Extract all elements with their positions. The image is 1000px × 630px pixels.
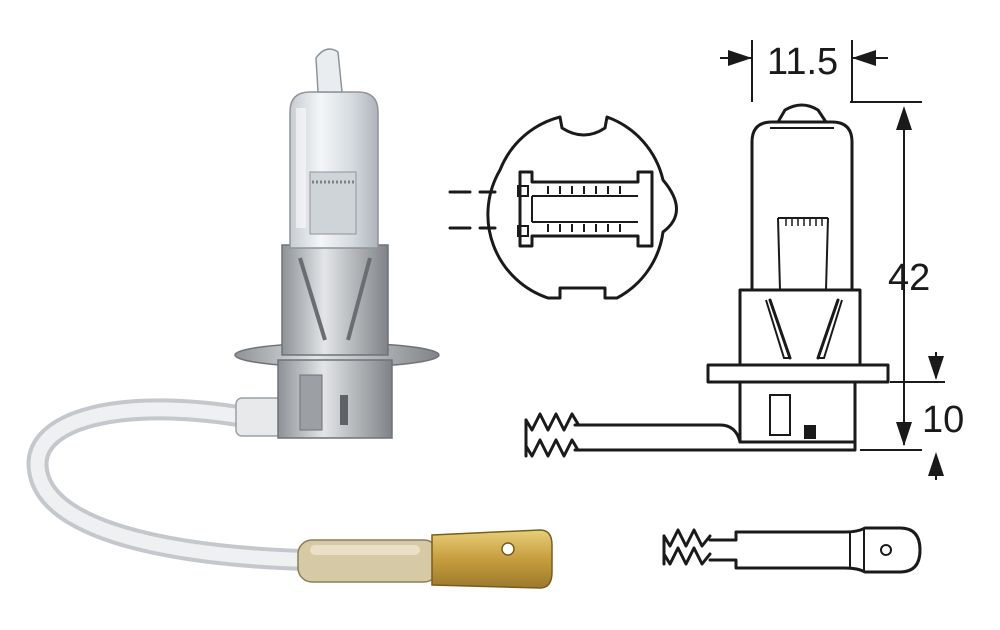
bulb-photo [26, 48, 553, 589]
height-dimension-label: 42 [888, 257, 930, 299]
bulb-metal-base [281, 244, 389, 356]
width-dimension-label: 11.5 [767, 41, 838, 83]
bulb-side-view-drawing [524, 103, 922, 574]
base-outline [486, 115, 678, 300]
bulb-tip [315, 48, 343, 93]
dimension-base: 10 [890, 352, 964, 480]
base-dimension-label: 10 [922, 399, 964, 441]
side-flange [706, 363, 890, 384]
side-cable [573, 423, 857, 452]
cable-sleeve-top [235, 397, 283, 437]
side-glass-outline [750, 120, 854, 292]
bulb-top-view-drawing [448, 115, 678, 300]
terminal-lead-drawing [708, 526, 922, 574]
dimension-width: 11.5 [720, 40, 888, 102]
spade-terminal [431, 529, 553, 589]
dimension-height: 42 [850, 101, 930, 451]
